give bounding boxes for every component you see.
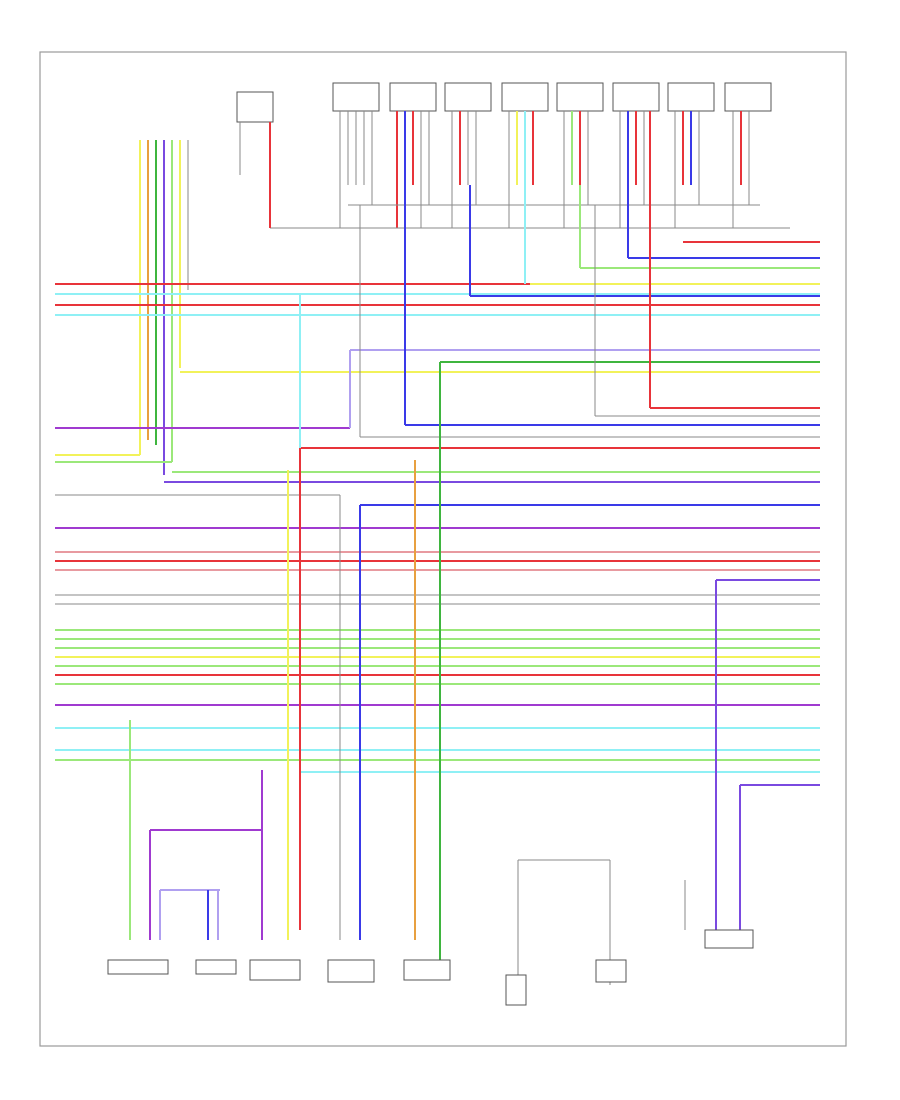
diagram-frame: [39, 51, 847, 1047]
vertical-drop-wires: [129, 111, 741, 985]
bottom-connector-6: [505, 974, 527, 1006]
bottom-connector-7: [595, 959, 627, 983]
bottom-connector-5: [403, 959, 451, 981]
relay-6: [612, 82, 660, 112]
relay-8: [724, 82, 772, 112]
bottom-connector-2: [195, 959, 237, 975]
bottom-connector-8: [704, 929, 754, 949]
relay-7: [667, 82, 715, 112]
bottom-connector-1: [107, 959, 169, 975]
top-left-connector-wires: [139, 140, 189, 475]
relay-2: [389, 82, 437, 112]
bottom-component-group: [107, 929, 754, 1006]
relay-4: [501, 82, 549, 112]
relay-pin-wires: [239, 111, 790, 229]
bottom-connector-3: [249, 959, 301, 981]
relay-5: [556, 82, 604, 112]
horizontal-bus-wires: [55, 185, 820, 786]
relay-1: [332, 82, 380, 112]
bottom-connector-4: [327, 959, 375, 983]
sensor-module-top: [236, 91, 274, 123]
relay-3: [444, 82, 492, 112]
